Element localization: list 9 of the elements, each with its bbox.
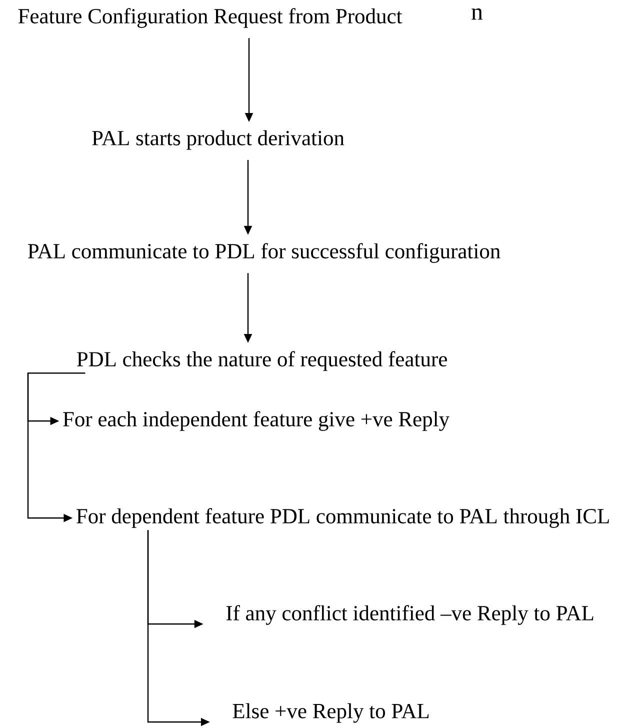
step-text: PAL starts product derivation: [92, 130, 344, 150]
step-text: Feature Configuration Request from Product: [18, 8, 402, 28]
step-text: If any conflict identified –ve Reply to PAL: [226, 605, 594, 625]
step-text: For each independent feature give +ve Reply: [63, 411, 450, 431]
step-text: PDL checks the nature of requested feature: [76, 351, 447, 371]
step-text: Else +ve Reply to PAL: [232, 703, 429, 723]
step-text: PAL communicate to PDL for successful configuration: [28, 243, 500, 263]
step-text: For dependent feature PDL communicate to PAL through ICL: [76, 508, 609, 528]
stray-letter: n: [472, 8, 483, 20]
